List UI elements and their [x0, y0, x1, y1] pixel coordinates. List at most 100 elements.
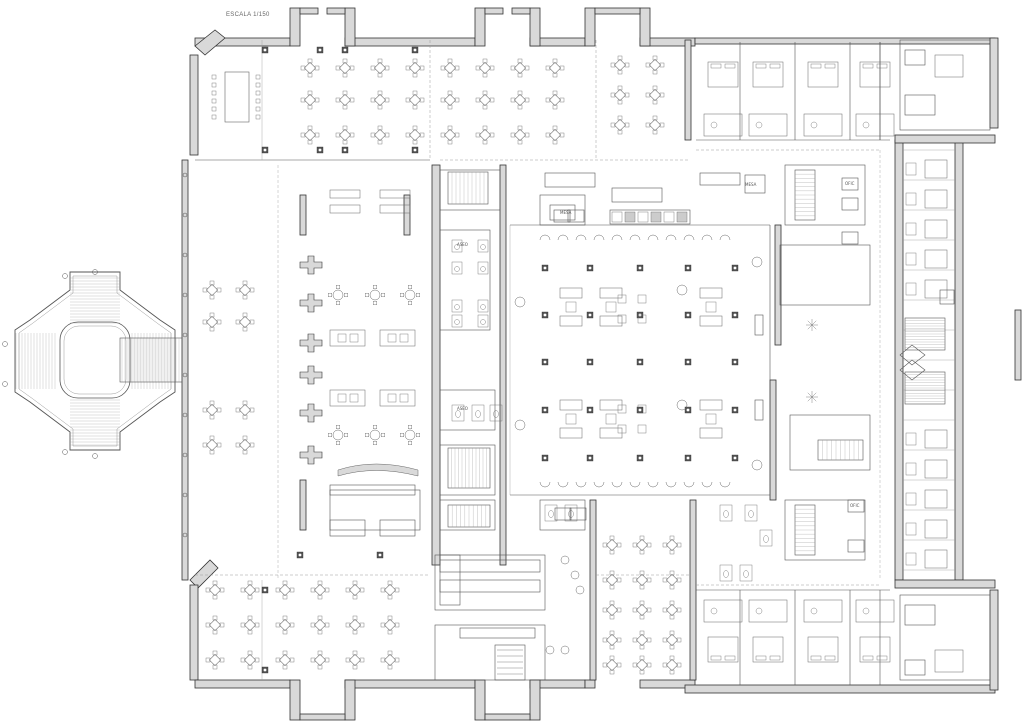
wall-segment — [194, 679, 291, 689]
dining-table — [240, 650, 260, 670]
chair — [349, 132, 355, 138]
bathroom — [803, 113, 843, 137]
chair — [380, 587, 386, 593]
rotunda-core-inner — [63, 325, 127, 395]
chair — [317, 615, 323, 621]
chair — [254, 587, 260, 593]
chair — [524, 132, 530, 138]
prep-table — [699, 172, 741, 186]
table-top — [548, 61, 562, 75]
room-outline — [539, 499, 586, 531]
column-core — [638, 266, 642, 270]
chair — [352, 650, 358, 656]
round-table — [400, 425, 421, 446]
bench — [754, 314, 764, 336]
chair — [669, 600, 675, 606]
wall-segment — [344, 37, 476, 47]
chair — [289, 587, 295, 593]
chair — [352, 629, 358, 635]
dining-table — [545, 125, 565, 145]
chair — [242, 312, 248, 318]
wc-stall — [489, 404, 503, 422]
chair — [219, 622, 225, 628]
lounge-group — [599, 287, 623, 327]
chair — [242, 449, 248, 455]
chair — [202, 442, 208, 448]
rotunda-post — [2, 381, 8, 387]
facade-pilaster — [182, 292, 188, 298]
chair — [412, 72, 418, 78]
dining-table — [335, 58, 355, 78]
table-top — [238, 315, 252, 329]
chair — [216, 319, 222, 325]
chair — [247, 629, 253, 635]
chair — [307, 104, 313, 110]
room-outline — [439, 389, 496, 431]
chair — [617, 85, 623, 91]
table-top — [303, 128, 317, 142]
dining-table — [370, 90, 390, 110]
wall-segment — [769, 379, 777, 501]
counter — [544, 172, 596, 188]
pillow — [810, 655, 822, 661]
chair — [440, 97, 446, 103]
chair — [624, 62, 630, 68]
guest-room — [855, 599, 895, 663]
pillow — [710, 655, 722, 661]
service-box — [567, 209, 585, 223]
facade-pilaster — [182, 332, 188, 338]
double-bed — [934, 649, 964, 673]
bench — [754, 399, 764, 421]
table-top — [338, 93, 352, 107]
toilet — [763, 535, 769, 543]
dining-table — [202, 312, 222, 332]
chair — [352, 594, 358, 600]
dining-table — [405, 90, 425, 110]
chair — [447, 139, 453, 145]
chair — [412, 139, 418, 145]
conference-table — [224, 71, 250, 123]
dining-table — [275, 615, 295, 635]
column-core — [733, 408, 737, 412]
chair — [405, 132, 411, 138]
chair — [335, 132, 341, 138]
column-core — [588, 266, 592, 270]
chair — [646, 637, 652, 643]
guest-room — [748, 599, 788, 663]
equipment — [575, 585, 585, 595]
chair — [489, 65, 495, 71]
chair — [609, 630, 615, 636]
chair — [617, 115, 623, 121]
chair — [639, 614, 645, 620]
room-outline — [899, 594, 991, 681]
round-table — [365, 425, 386, 446]
chair — [559, 132, 565, 138]
cooking-line — [609, 209, 691, 225]
wall-segment — [474, 679, 486, 721]
bathroom — [703, 599, 743, 623]
wc-stall — [451, 261, 463, 275]
dining-table — [345, 650, 365, 670]
room-outline — [784, 164, 866, 226]
column-core — [733, 313, 737, 317]
table-top — [373, 61, 387, 75]
chair — [645, 92, 651, 98]
sofa — [559, 399, 583, 411]
table-top — [313, 653, 327, 667]
bed — [924, 189, 948, 209]
wardrobe — [905, 222, 917, 236]
column-core — [343, 48, 347, 52]
chair — [412, 104, 418, 110]
table-top — [303, 61, 317, 75]
dining-table — [275, 580, 295, 600]
dining-table — [632, 655, 652, 675]
column-core — [588, 360, 592, 364]
chair — [552, 90, 558, 96]
burner — [637, 211, 649, 223]
chair — [335, 97, 341, 103]
dining-table — [310, 615, 330, 635]
wardrobe — [905, 282, 917, 296]
pillow — [862, 63, 874, 69]
dining-table — [202, 400, 222, 420]
dining-table — [632, 570, 652, 590]
